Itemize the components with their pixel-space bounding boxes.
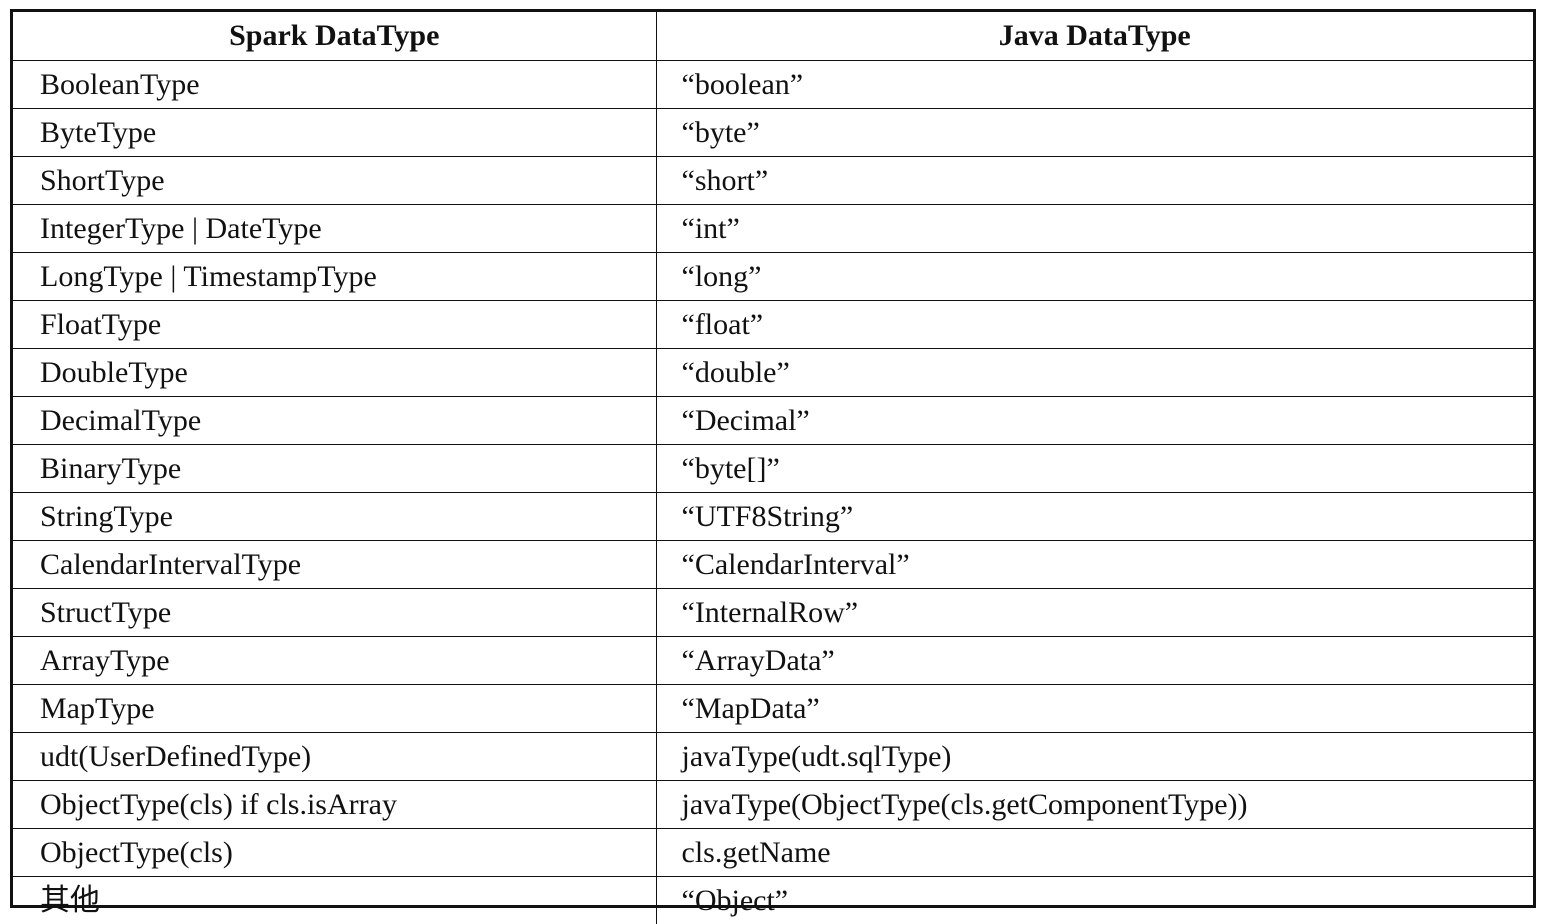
java-type-cell: “InternalRow” (656, 589, 1533, 637)
table-body: BooleanType “boolean” ByteType “byte” Sh… (13, 61, 1533, 924)
spark-type-cell: ByteType (13, 109, 656, 157)
table-row: DecimalType “Decimal” (13, 397, 1533, 445)
table-row: StructType “InternalRow” (13, 589, 1533, 637)
spark-type-cell: ObjectType(cls) if cls.isArray (13, 781, 656, 829)
java-type-cell: “CalendarInterval” (656, 541, 1533, 589)
spark-type-cell: MapType (13, 685, 656, 733)
table-row: BooleanType “boolean” (13, 61, 1533, 109)
spark-type-cell: DoubleType (13, 349, 656, 397)
java-type-cell: “double” (656, 349, 1533, 397)
table-row: ByteType “byte” (13, 109, 1533, 157)
spark-type-cell: 其他 (13, 877, 656, 924)
table-row: FloatType “float” (13, 301, 1533, 349)
spark-type-cell: udt(UserDefinedType) (13, 733, 656, 781)
type-mapping-table: Spark DataType Java DataType BooleanType… (13, 12, 1533, 924)
table-row: IntegerType | DateType “int” (13, 205, 1533, 253)
table-row: ObjectType(cls) if cls.isArray javaType(… (13, 781, 1533, 829)
table-header: Spark DataType Java DataType (13, 12, 1533, 61)
header-spark-datatype: Spark DataType (13, 12, 656, 61)
table-row: CalendarIntervalType “CalendarInterval” (13, 541, 1533, 589)
spark-type-cell: IntegerType | DateType (13, 205, 656, 253)
java-type-cell: “ArrayData” (656, 637, 1533, 685)
spark-type-cell: StructType (13, 589, 656, 637)
java-type-cell: “short” (656, 157, 1533, 205)
java-type-cell: “byte[]” (656, 445, 1533, 493)
spark-type-cell: StringType (13, 493, 656, 541)
java-type-cell: “Decimal” (656, 397, 1533, 445)
java-type-cell: cls.getName (656, 829, 1533, 877)
spark-type-cell: ArrayType (13, 637, 656, 685)
table-row: 其他 “Object” (13, 877, 1533, 924)
java-type-cell: javaType(udt.sqlType) (656, 733, 1533, 781)
java-type-cell: “long” (656, 253, 1533, 301)
header-java-datatype: Java DataType (656, 12, 1533, 61)
table-row: MapType “MapData” (13, 685, 1533, 733)
table-row: ShortType “short” (13, 157, 1533, 205)
spark-type-cell: ShortType (13, 157, 656, 205)
spark-type-cell: ObjectType(cls) (13, 829, 656, 877)
java-type-cell: “float” (656, 301, 1533, 349)
java-type-cell: “MapData” (656, 685, 1533, 733)
table-row: ArrayType “ArrayData” (13, 637, 1533, 685)
table-row: ObjectType(cls) cls.getName (13, 829, 1533, 877)
java-type-cell: “int” (656, 205, 1533, 253)
java-type-cell: “boolean” (656, 61, 1533, 109)
table-row: DoubleType “double” (13, 349, 1533, 397)
spark-type-cell: LongType | TimestampType (13, 253, 656, 301)
java-type-cell: “byte” (656, 109, 1533, 157)
spark-type-cell: FloatType (13, 301, 656, 349)
table-row: udt(UserDefinedType) javaType(udt.sqlTyp… (13, 733, 1533, 781)
spark-type-cell: DecimalType (13, 397, 656, 445)
java-type-cell: javaType(ObjectType(cls.getComponentType… (656, 781, 1533, 829)
type-mapping-table-frame: Spark DataType Java DataType BooleanType… (10, 9, 1536, 908)
table-row: StringType “UTF8String” (13, 493, 1533, 541)
table-row: BinaryType “byte[]” (13, 445, 1533, 493)
header-row: Spark DataType Java DataType (13, 12, 1533, 61)
java-type-cell: “Object” (656, 877, 1533, 924)
spark-type-cell: CalendarIntervalType (13, 541, 656, 589)
table-row: LongType | TimestampType “long” (13, 253, 1533, 301)
spark-type-cell: BooleanType (13, 61, 656, 109)
java-type-cell: “UTF8String” (656, 493, 1533, 541)
spark-type-cell: BinaryType (13, 445, 656, 493)
